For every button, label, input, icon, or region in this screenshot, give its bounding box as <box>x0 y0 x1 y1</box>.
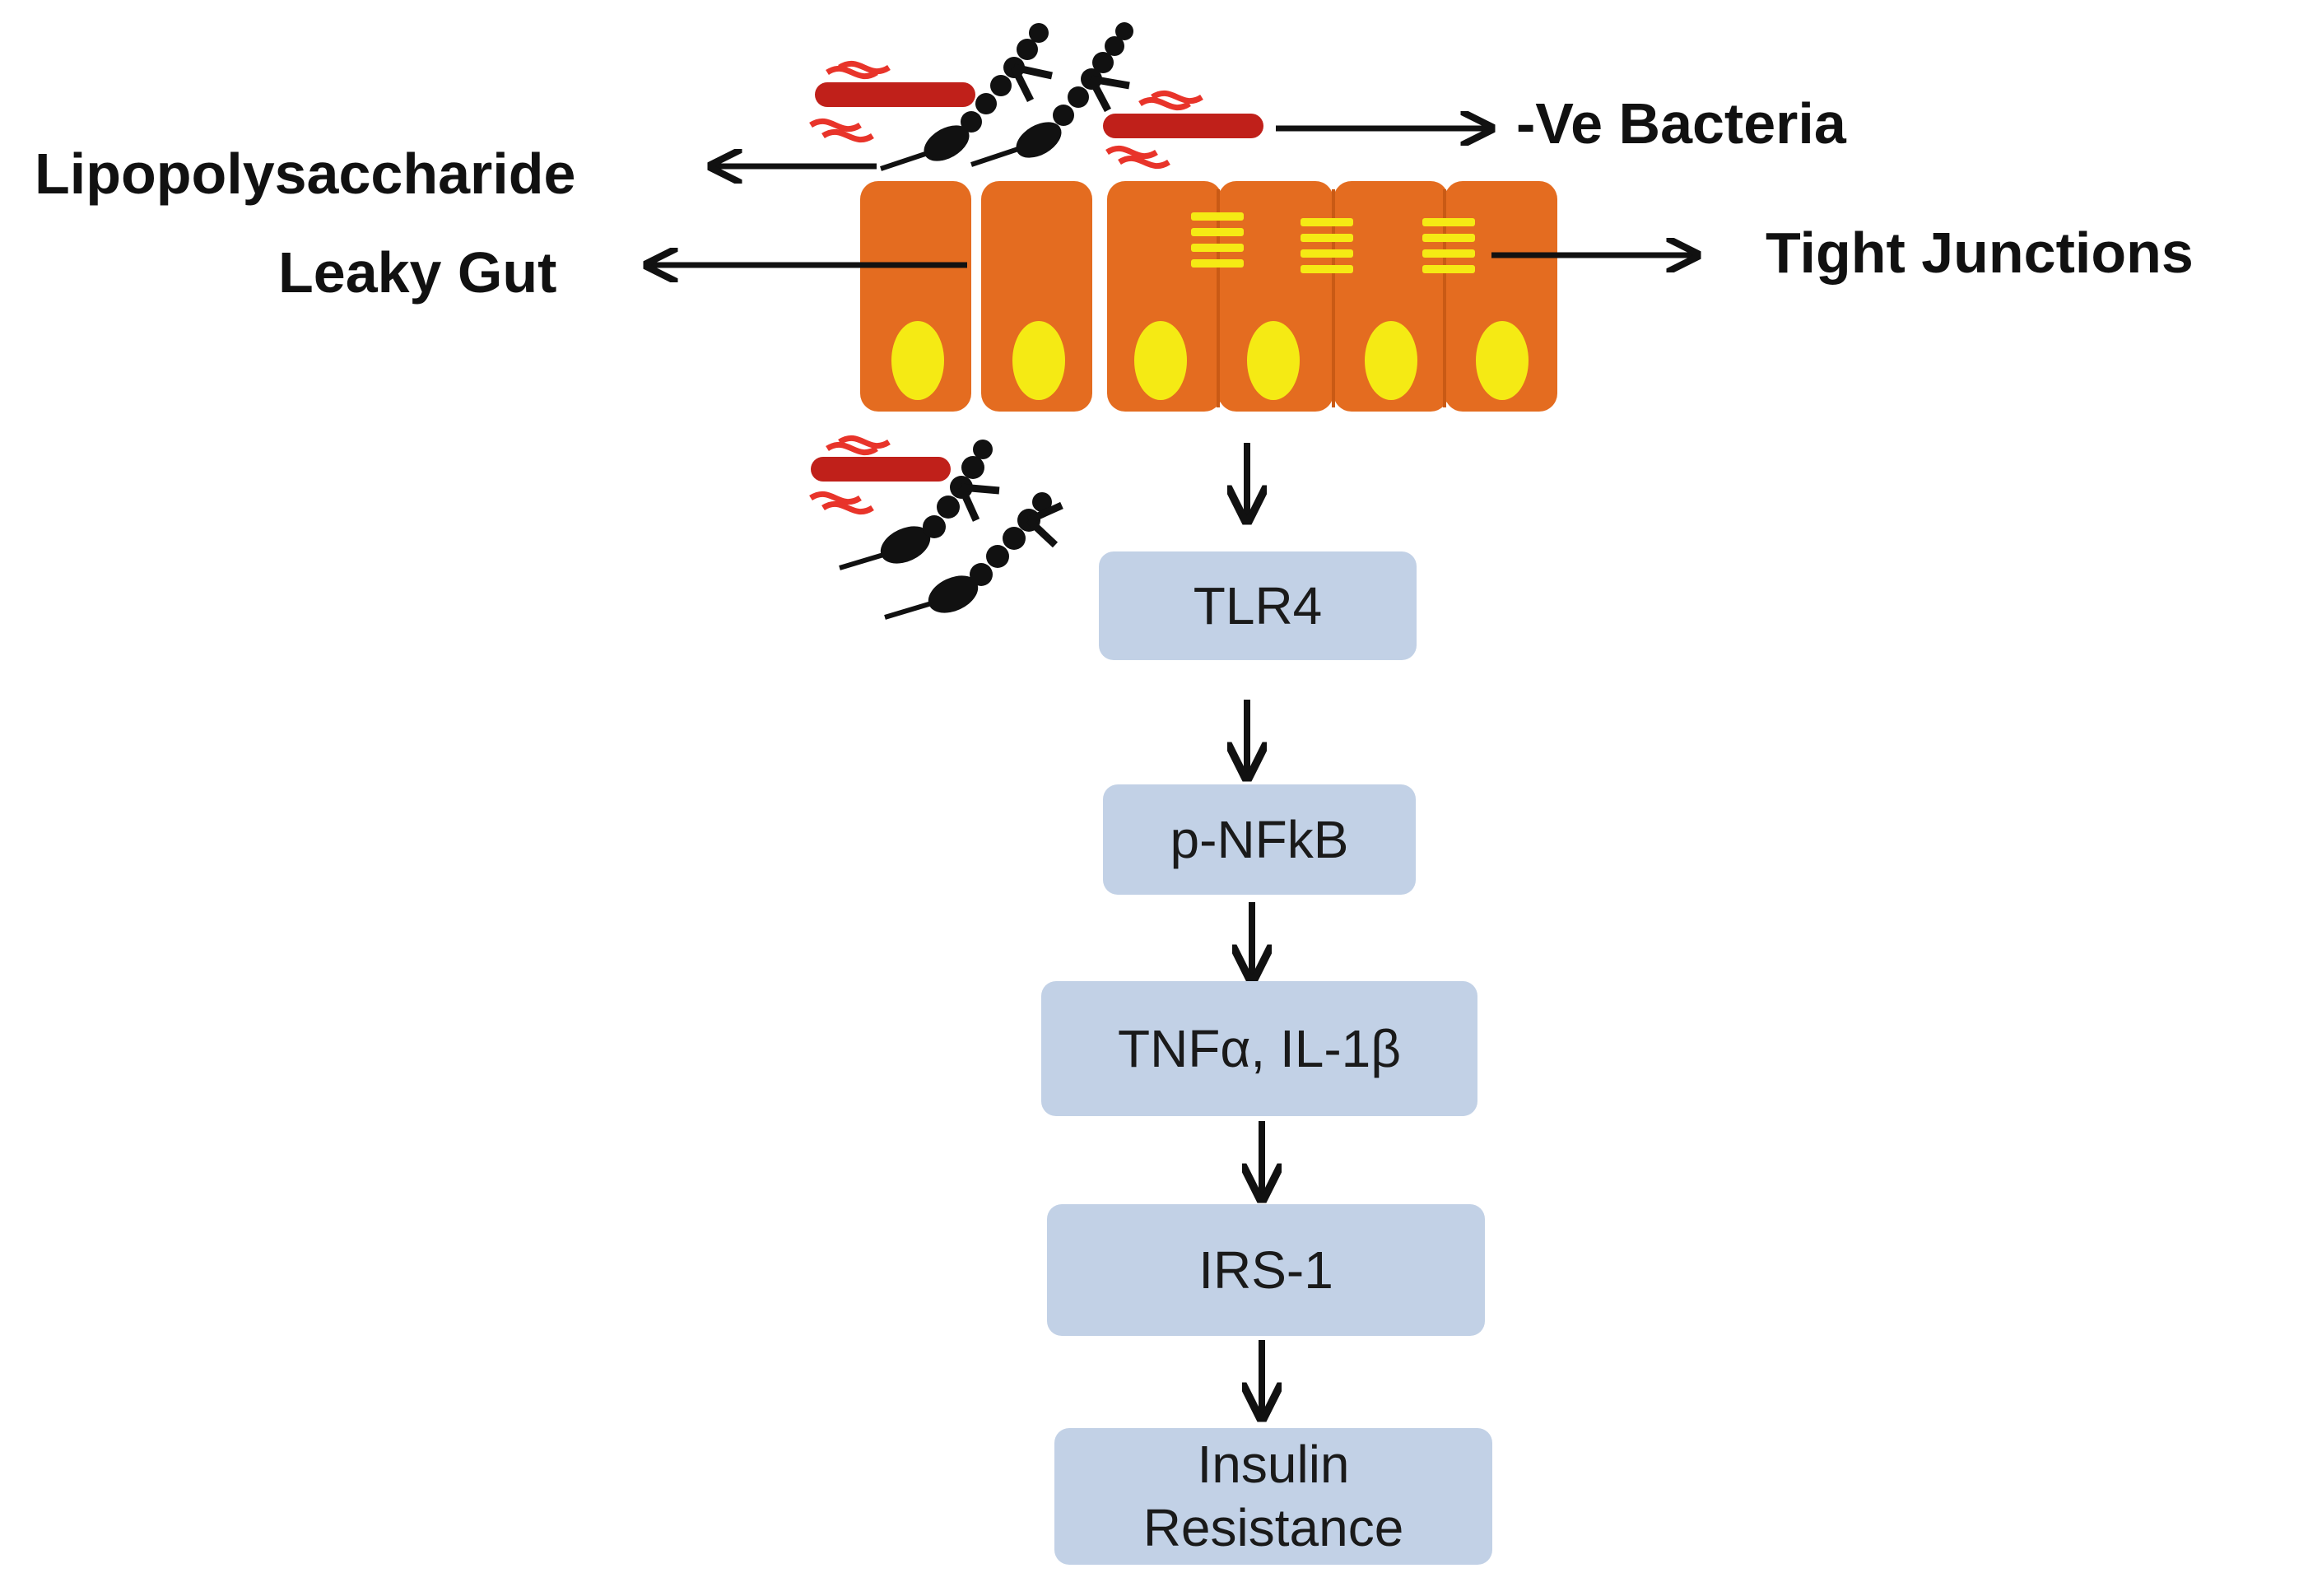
resistance-text: Resistance <box>1142 1498 1404 1557</box>
cytokines-box: TNFα, IL-1β <box>1041 981 1477 1116</box>
ve-bacteria-label: -Ve Bacteria <box>1516 91 1846 156</box>
tlr4-box: TLR4 <box>1099 551 1417 660</box>
lps-molecule <box>880 23 1053 171</box>
pnfkb-box: p-NFkB <box>1103 784 1416 895</box>
epithelial-layer <box>860 181 1557 412</box>
irs1-box: IRS-1 <box>1047 1204 1485 1336</box>
tight-junctions-label: Tight Junctions <box>1766 221 2194 285</box>
lps-molecule <box>970 22 1133 167</box>
nucleus <box>1012 321 1065 400</box>
pnfkb-text: p-NFkB <box>1170 809 1349 869</box>
nucleus <box>1247 321 1300 400</box>
epithelial-cell <box>1333 181 1449 412</box>
insulin-resistance-box: Insulin Resistance <box>1054 1428 1492 1565</box>
insulin-text: Insulin <box>1197 1435 1350 1495</box>
lipopolysaccharide-label: Lipopolysaccharide <box>35 142 576 206</box>
tight-junction <box>1191 212 1244 268</box>
cytokines-text: TNFα, IL-1β <box>1117 1018 1402 1078</box>
bacterium <box>809 60 975 143</box>
tight-junction <box>1301 218 1353 273</box>
translocated-lps <box>884 492 1063 620</box>
bacterium <box>1103 90 1263 170</box>
nucleus <box>891 321 944 400</box>
nucleus <box>1476 321 1529 400</box>
translocated-bacterium <box>809 435 951 515</box>
nucleus <box>1365 321 1417 400</box>
nucleus <box>1134 321 1187 400</box>
tight-junction <box>1422 218 1475 273</box>
translocated-lps <box>839 440 1000 570</box>
tlr4-text: TLR4 <box>1193 575 1323 635</box>
leaky-gut-label: Leaky Gut <box>278 240 557 305</box>
irs1-text: IRS-1 <box>1198 1240 1333 1300</box>
